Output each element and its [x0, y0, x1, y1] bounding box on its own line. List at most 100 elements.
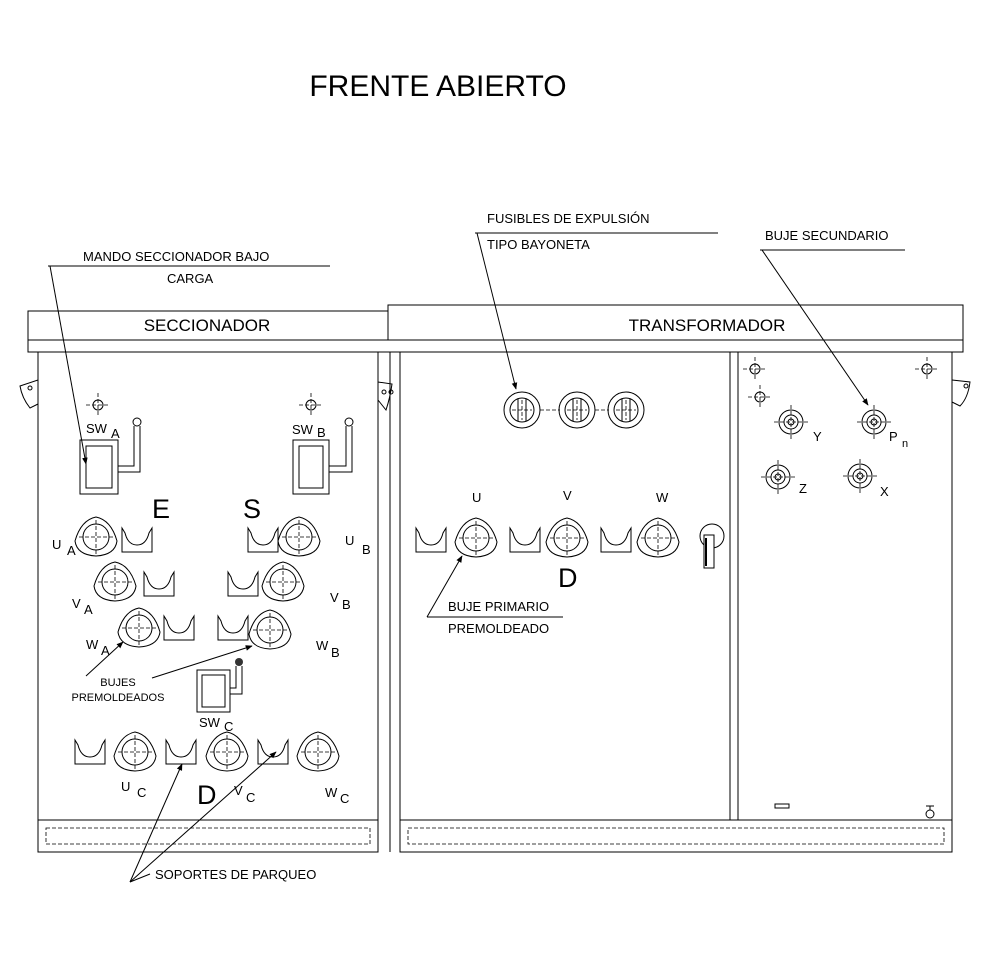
phase-label-wc: W	[325, 785, 338, 800]
phase-label-ua: U	[52, 537, 61, 552]
mounting-point-icon	[748, 385, 772, 409]
mounting-point-icon	[86, 393, 110, 417]
premolded-bushing	[117, 607, 161, 648]
phase-label-ub: U	[345, 533, 354, 548]
parking-support	[163, 614, 195, 641]
base-right-vent	[407, 827, 945, 845]
fusibles-callout-line1: FUSIBLES DE EXPULSIÓN	[487, 211, 650, 226]
parking-support	[509, 526, 541, 553]
base-right	[399, 819, 953, 853]
bayonet-fuse	[607, 391, 645, 429]
secondary-bushing	[761, 460, 795, 494]
phase-label-ua-sub: A	[67, 543, 76, 558]
arrow	[151, 645, 253, 679]
mando-callout-line1: MANDO SECCIONADOR BAJO	[83, 249, 269, 264]
seccionador-label: SECCIONADOR	[144, 316, 271, 335]
drain-valve-icon	[925, 805, 935, 819]
base-left-vent	[45, 827, 371, 845]
switch-sw-a	[79, 417, 142, 495]
mounting-point-icon	[299, 393, 323, 417]
switch-sw-b	[292, 417, 354, 495]
arrow	[49, 265, 88, 465]
sw-a-subscript: A	[111, 426, 120, 441]
mounting-point-icon	[915, 357, 939, 381]
sw-a-label: SW	[86, 421, 108, 436]
premolded-bushing	[545, 517, 589, 558]
entrada-letter: E	[152, 494, 170, 524]
secondary-label-z: Z	[799, 481, 807, 496]
arrow	[129, 751, 277, 883]
parking-support	[74, 738, 106, 765]
phase-label-vb: V	[330, 590, 339, 605]
premolded-bushing	[74, 516, 118, 557]
bayonet-fuse	[503, 391, 541, 429]
phase-label-wa: W	[86, 637, 99, 652]
buje-primario-callout-line1: BUJE PRIMARIO	[448, 599, 549, 614]
sw-b-subscript: B	[317, 425, 326, 440]
phase-label-wb-sub: B	[331, 645, 340, 660]
secondary-bushing	[774, 405, 808, 439]
hinge-icon	[19, 379, 39, 409]
bujes-callout-line1: BUJES	[100, 677, 135, 689]
buje-secundario-callout: BUJE SECUNDARIO	[765, 228, 889, 243]
premolded-bushing	[205, 731, 249, 772]
mounting-point-icon	[743, 357, 767, 381]
parking-support	[143, 570, 175, 597]
base-left	[37, 819, 379, 853]
sw-c-label: SW	[199, 715, 221, 730]
arrow	[85, 641, 124, 677]
phase-label-vc-sub: C	[246, 790, 255, 805]
phase-label-vc: V	[234, 783, 243, 798]
drawing-title: FRENTE ABIERTO	[309, 70, 566, 103]
level-indicator-icon	[774, 803, 790, 809]
arrow	[761, 249, 869, 406]
buje-primario-callout-line2: PREMOLDEADO	[448, 621, 549, 636]
phase-label-va: V	[72, 596, 81, 611]
primary-label-u: U	[472, 490, 481, 505]
callout-leader	[129, 873, 151, 883]
salida-letter: S	[243, 494, 261, 524]
secondary-bushing	[843, 459, 877, 493]
bayonet-fuse	[558, 391, 596, 429]
fusibles-callout-line2: TIPO BAYONETA	[487, 237, 590, 252]
premolded-bushing	[113, 731, 157, 772]
premolded-bushing	[454, 517, 498, 558]
sw-c-subscript: C	[224, 719, 233, 734]
premolded-bushing	[248, 609, 292, 650]
primary-switch-handle	[699, 523, 725, 569]
phase-label-wc-sub: C	[340, 791, 349, 806]
phase-label-ub-sub: B	[362, 542, 371, 557]
parking-support	[227, 570, 259, 597]
phase-label-wa-sub: A	[101, 643, 110, 658]
sw-b-label: SW	[292, 422, 314, 437]
premolded-bushing	[93, 561, 137, 602]
premolded-bushing	[296, 731, 340, 772]
primary-label-w: W	[656, 490, 669, 505]
transformador-label: TRANSFORMADOR	[629, 316, 786, 335]
arrow	[476, 232, 518, 390]
hinge-icon	[377, 381, 394, 412]
parking-support	[247, 526, 279, 553]
secondary-label-p: P	[889, 429, 898, 444]
premolded-bushing	[636, 517, 680, 558]
parking-support	[217, 614, 249, 641]
phase-label-vb-sub: B	[342, 597, 351, 612]
roof-strip	[27, 339, 964, 353]
phase-label-uc-sub: C	[137, 785, 146, 800]
premolded-bushing	[277, 516, 321, 557]
parking-support	[121, 526, 153, 553]
bujes-callout-line2: PREMOLDEADOS	[72, 692, 165, 704]
primary-label-v: V	[563, 488, 572, 503]
switch-sw-c	[196, 658, 243, 713]
parking-support	[257, 738, 289, 765]
phase-label-uc: U	[121, 779, 130, 794]
parking-support	[415, 526, 447, 553]
parking-support	[165, 738, 197, 765]
derivacion-letter-left: D	[197, 780, 217, 810]
arrow	[426, 555, 463, 618]
derivacion-letter-right: D	[558, 563, 578, 593]
secondary-label-n: n	[902, 438, 908, 450]
phase-label-va-sub: A	[84, 602, 93, 617]
parking-support	[600, 526, 632, 553]
